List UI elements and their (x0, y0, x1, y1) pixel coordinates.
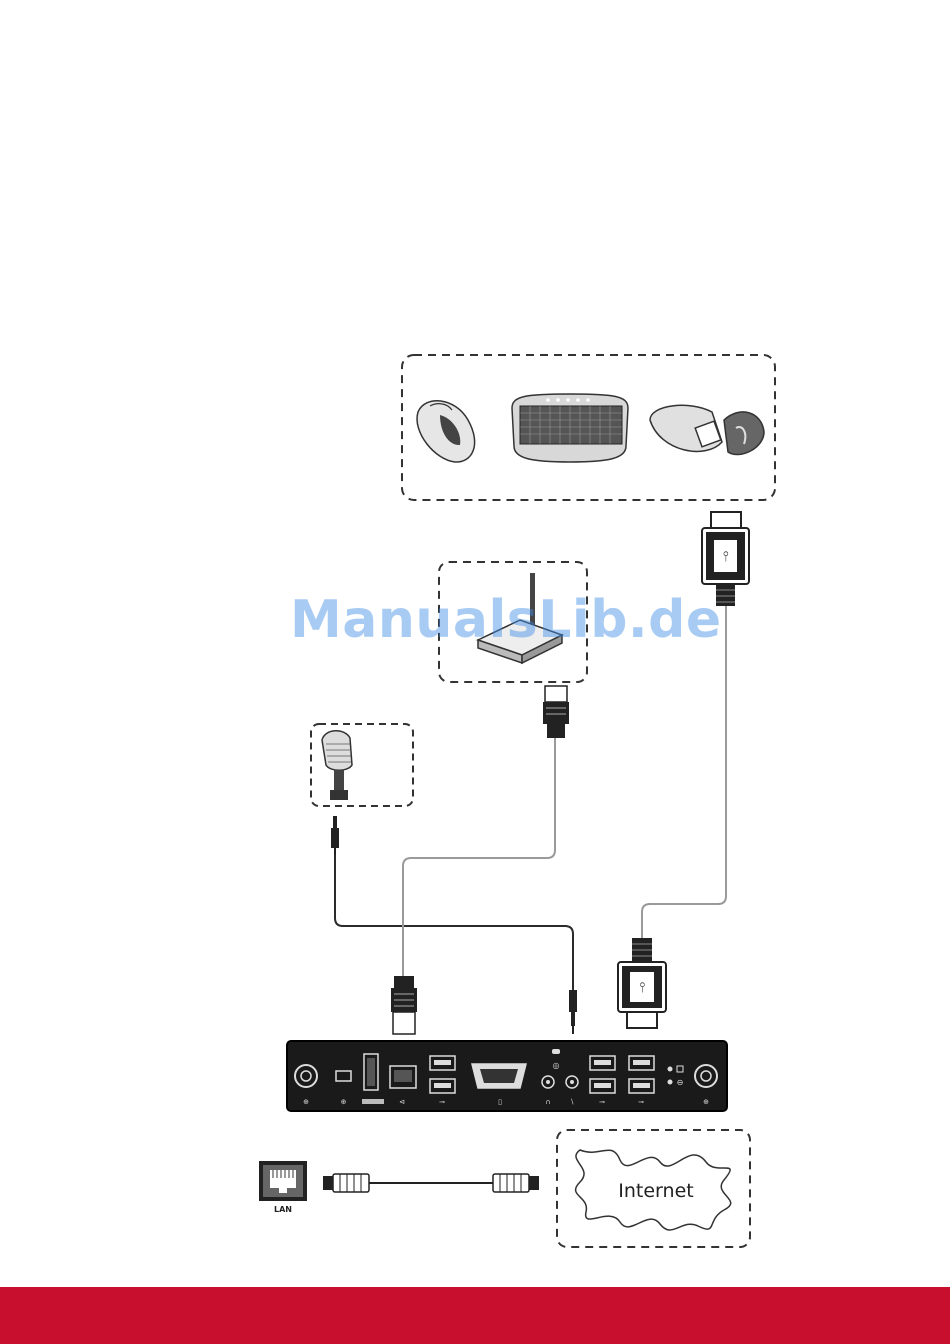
watermark: ManualsLib.de (290, 590, 722, 650)
keyboard-icon (512, 394, 628, 462)
audio-jack-top (331, 816, 339, 856)
svg-text:⊕: ⊕ (303, 1098, 309, 1106)
svg-text:⊖: ⊖ (677, 1078, 684, 1087)
audio-jack-bottom (569, 990, 577, 1034)
svg-text:⫯: ⫯ (722, 549, 728, 565)
usb-connector-bottom: ⫯ (618, 938, 666, 1028)
svg-text:⊕: ⊕ (341, 1098, 347, 1106)
microphone-icon (322, 731, 352, 800)
rj45-connector-bottom (391, 976, 417, 1034)
lan-label: LAN (274, 1205, 292, 1214)
microphone-cable (335, 855, 573, 990)
svg-text:∩: ∩ (545, 1098, 550, 1106)
usb-dongle-icon (650, 405, 764, 454)
svg-text:∖: ∖ (570, 1098, 574, 1106)
svg-text:▯: ▯ (498, 1098, 502, 1106)
svg-text:⊸: ⊸ (638, 1098, 644, 1106)
svg-text:⫯: ⫯ (639, 980, 645, 996)
usb-cable (642, 606, 726, 938)
svg-text:⊸: ⊸ (599, 1098, 605, 1106)
rj45-connector-top (543, 686, 569, 738)
svg-text:⊕: ⊕ (703, 1098, 709, 1106)
lan-port-icon (259, 1161, 307, 1201)
svg-text:◎: ◎ (553, 1061, 560, 1070)
footer-band (0, 1287, 950, 1344)
router-cable (403, 738, 555, 976)
svg-text:⊲: ⊲ (399, 1098, 405, 1106)
lan-cable (323, 1174, 539, 1192)
svg-text:⊸: ⊸ (439, 1098, 445, 1106)
internet-label: Internet (618, 1180, 693, 1202)
mouse-icon (417, 401, 475, 462)
